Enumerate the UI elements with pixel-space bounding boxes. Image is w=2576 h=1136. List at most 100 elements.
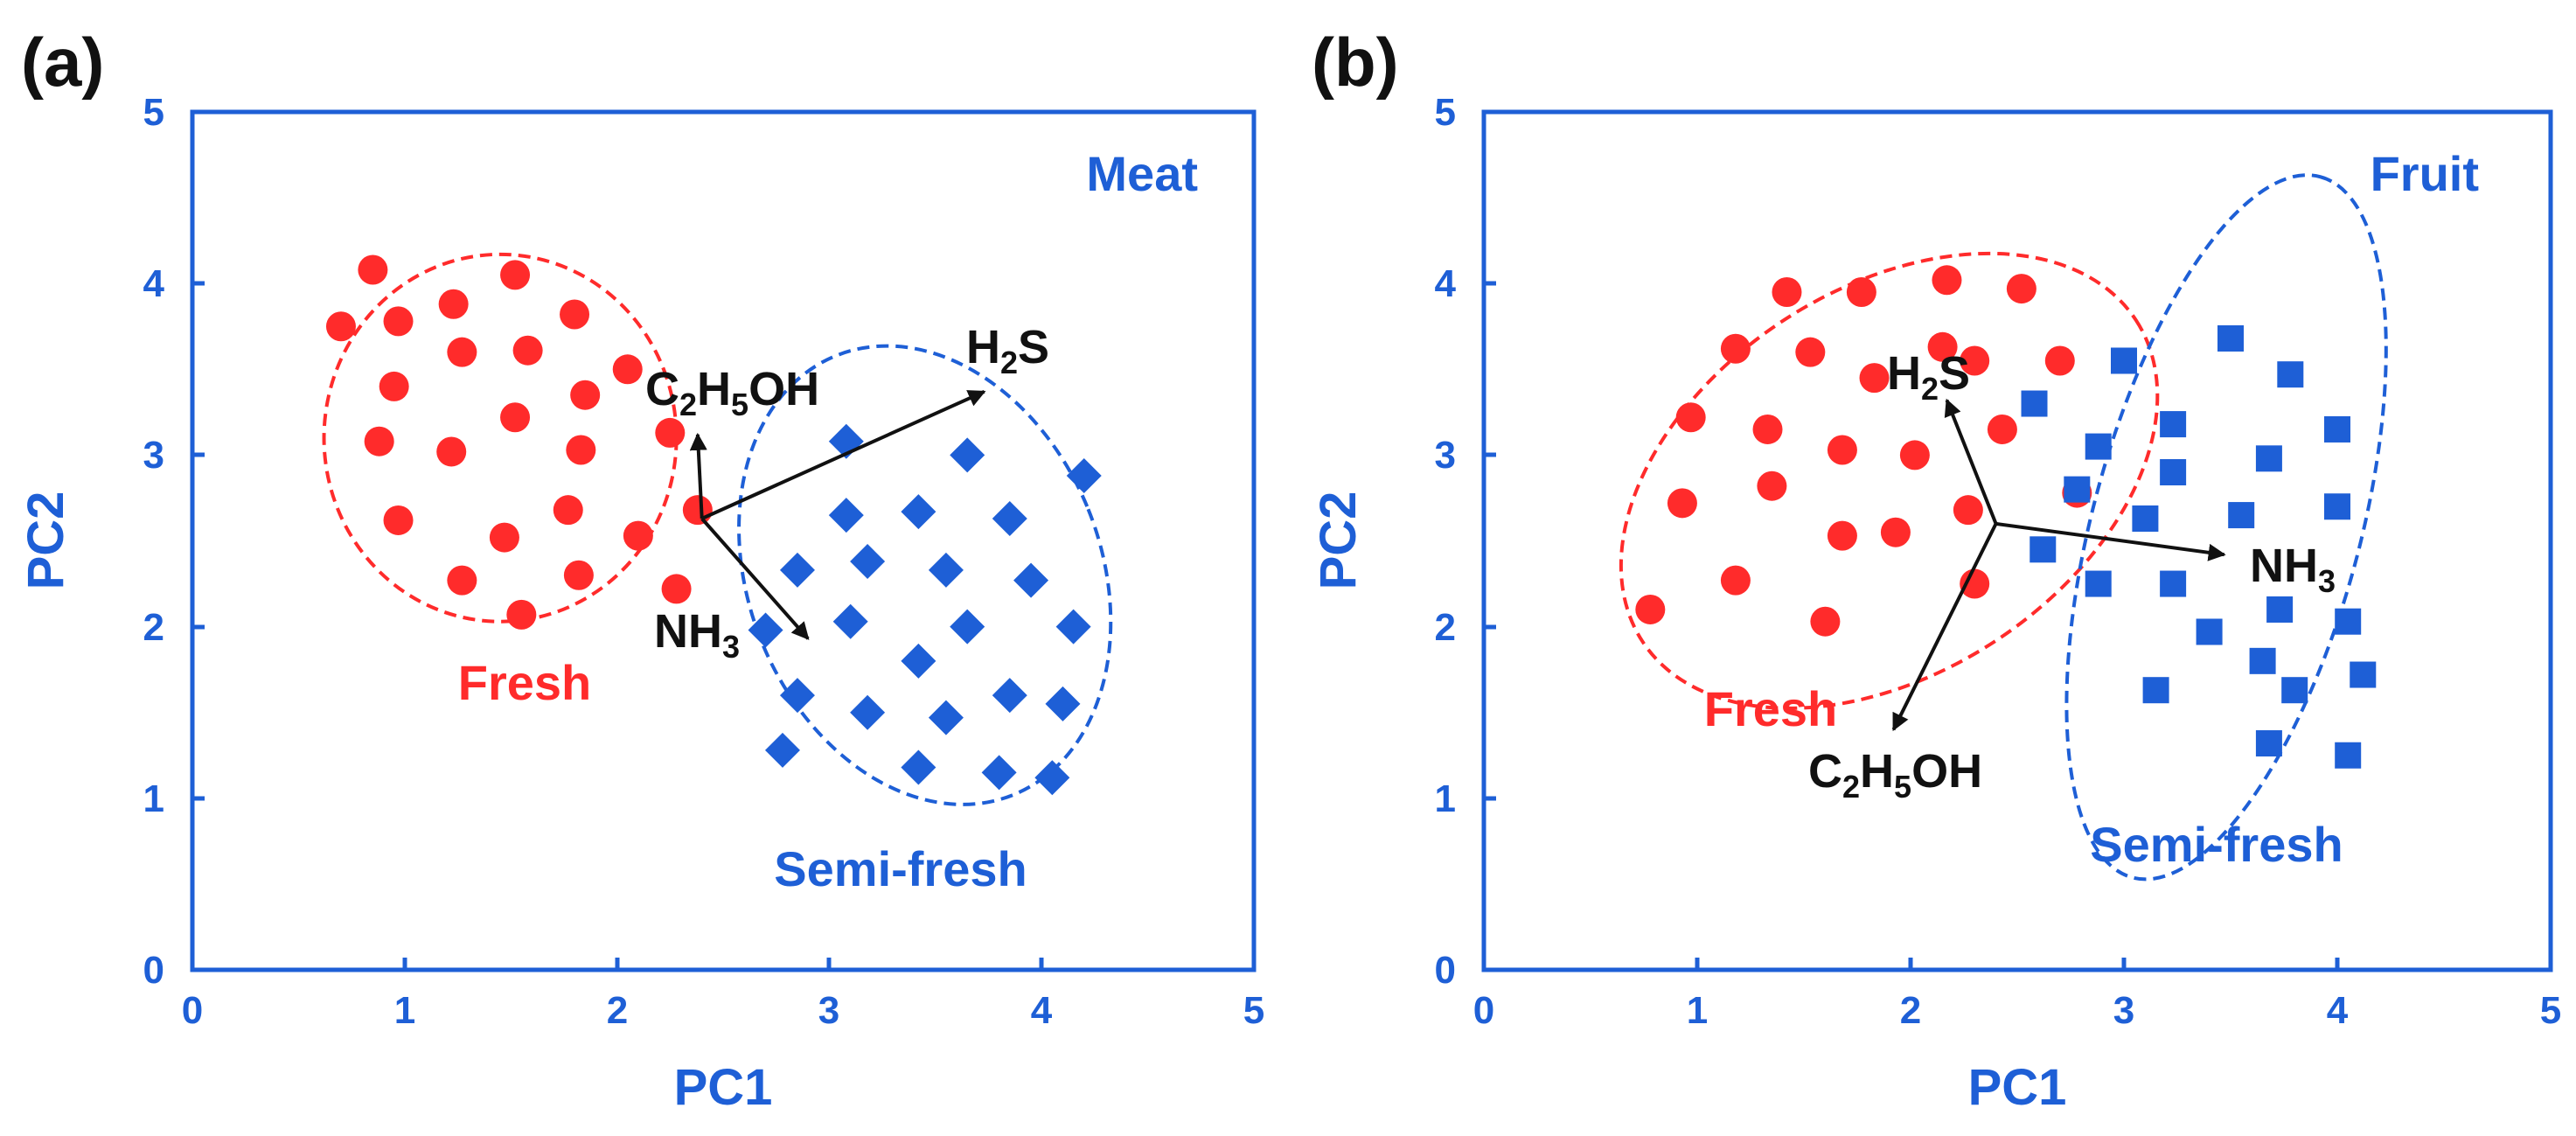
panel-b-y-tick-labels: 0 1 2 3 4 5 [1435, 91, 1457, 992]
panel-b-h2s-label: H2S [1887, 347, 1970, 407]
panel-b-semi-fresh-point [2142, 677, 2169, 704]
panel-a-y-tick-labels: 0 1 2 3 4 5 [143, 91, 165, 992]
panel-b-fresh-point [1960, 345, 1990, 376]
panel-b-x-tick-label: 2 [1900, 989, 1921, 1032]
panel-a-fresh-point [358, 254, 388, 285]
panel-b-semi-fresh-point [2196, 618, 2223, 645]
panel-b-semi-fresh-point [2111, 347, 2137, 374]
panel-b-plot-area [1619, 173, 2388, 882]
panel-b-fresh-point [1757, 470, 1787, 501]
panel-b-fresh-point [1827, 520, 1857, 551]
panel-a-semi-fresh-point [779, 678, 815, 714]
panel-a-c2h5oh-vector [689, 432, 707, 519]
panel-a-fresh-point [553, 495, 583, 526]
panel-b-fresh-point [1772, 277, 1802, 308]
panel-b-x-tick-labels: 0 1 2 3 4 5 [1473, 989, 2561, 1032]
panel-b-semi-fresh-point [2281, 677, 2308, 704]
panel-a-fresh-point [612, 354, 643, 385]
panel-b-semi-fresh-point [2324, 493, 2350, 520]
panel-b-y-tick-label: 1 [1435, 777, 1456, 820]
panel-a-fresh-point [563, 560, 594, 590]
panel-b-fresh-point [1795, 337, 1826, 367]
panel-b-y-tick-label: 5 [1435, 91, 1456, 134]
panel-a-semi-fresh-label: Semi-fresh [774, 841, 1027, 896]
panel-b-fresh-point [1720, 565, 1751, 596]
panel-a-y-axis-title: PC2 [17, 491, 74, 590]
panel-b-fresh-point [1899, 440, 1930, 470]
panel-b-plot-frame [1481, 109, 2553, 972]
panel-b-semi-fresh-point [2217, 324, 2244, 352]
panel-b-fresh-point [1720, 333, 1751, 364]
panel-a-semi-fresh-point [850, 694, 886, 730]
panel-b-y-axis-title: PC2 [1310, 491, 1367, 590]
panel-b-fresh-label: Fresh [1704, 681, 1838, 736]
panel-b-nh3-vector [1995, 521, 2226, 561]
panel-a: (a) 0 1 2 3 4 5 0 1 2 3 [17, 24, 1264, 1116]
panel-a-fresh-point [500, 402, 531, 433]
panel-b-semi-fresh-label: Semi-fresh [2090, 817, 2343, 872]
panel-a-fresh-point [364, 426, 394, 456]
panel-b-fresh-point [1675, 402, 1706, 433]
panel-a-y-tick-label: 3 [143, 434, 164, 477]
panel-b-fresh-point [1827, 435, 1857, 465]
panel-b-semi-fresh-point [2277, 361, 2304, 388]
panel-a-x-tick-label: 4 [1031, 989, 1053, 1032]
panel-b-semi-fresh-point [2085, 570, 2112, 597]
panel-a-semi-fresh-point [950, 609, 985, 645]
panel-a-fresh-point [623, 520, 653, 551]
panel-a-semi-fresh-point [901, 749, 936, 785]
panel-a-semi-fresh-point [1066, 457, 1102, 493]
panel-a-y-tick-label: 4 [143, 262, 165, 305]
panel-b-semi-fresh-point [2160, 570, 2187, 597]
panel-a-fresh-point [506, 599, 537, 630]
panel-b-fresh-point [1859, 363, 1890, 394]
panel-a-plot-area [322, 252, 1113, 806]
panel-b-fresh-point [1953, 495, 1983, 526]
panel-b-x-tick-label: 4 [2327, 989, 2349, 1032]
panel-a-y-tick-label: 5 [143, 91, 164, 134]
panel-b-semi-fresh-point [2335, 608, 2362, 635]
panel-a-semi-fresh-point [1034, 760, 1070, 796]
panel-a-x-tick-labels: 0 1 2 3 4 5 [182, 989, 1264, 1032]
panel-a-fresh-point [661, 574, 692, 604]
panel-a-semi-fresh-point [981, 755, 1017, 791]
panel-b-semi-fresh-point [2160, 411, 2187, 438]
panel-a-fresh-point [655, 417, 686, 448]
panel-b-semi-fresh-point [2228, 502, 2255, 529]
panel-a-x-tick-label: 0 [182, 989, 203, 1032]
panel-b-c2h5oh-vector [1891, 522, 1998, 732]
panel-a-semi-fresh-point [1045, 686, 1081, 721]
panel-b-nh3-label: NH3 [2250, 540, 2336, 599]
panel-a-semi-fresh-point [928, 700, 964, 735]
panel-b-c2h5oh-label: C2H5OH [1808, 745, 1982, 805]
panel-a-plot-frame [190, 109, 1257, 972]
panel-b-fresh-point [1932, 265, 1962, 296]
panel-b-semi-fresh-ellipse [2064, 173, 2388, 882]
panel-b-fresh-point [2044, 345, 2075, 376]
panel-b-semi-fresh-point [2064, 476, 2091, 503]
panel-a-y-tick-label: 2 [143, 606, 164, 649]
panel-a-fresh-point [325, 311, 356, 342]
panel-b-semi-fresh-point [2335, 742, 2362, 769]
panel-b-x-axis-title: PC1 [1968, 1059, 2067, 1116]
panel-a-ticks [190, 109, 1257, 972]
panel-a-semi-fresh-point [950, 437, 985, 473]
panel-a-sample-label: Meat [1086, 146, 1198, 201]
panel-b-x-tick-label: 1 [1687, 989, 1708, 1032]
panel-b-ticks [1481, 109, 2553, 972]
panel-b-x-tick-label: 5 [2540, 989, 2561, 1032]
panel-a-semi-fresh-point [1055, 609, 1091, 645]
panel-a-x-tick-label: 3 [818, 989, 839, 1032]
panel-b-fresh-point [1880, 517, 1911, 547]
panel-a-semi-fresh-ellipse [737, 344, 1113, 806]
panel-a-fresh-point [383, 306, 414, 337]
panel-a-fresh-point [383, 505, 414, 535]
panel-a-x-tick-label: 1 [394, 989, 415, 1032]
panel-b-x-tick-label: 0 [1473, 989, 1494, 1032]
panel-a-fresh-point [512, 335, 543, 366]
panel-b-sample-label: Fruit [2371, 146, 2479, 201]
panel-b-label: (b) [1312, 24, 1399, 101]
panel-b-y-tick-label: 3 [1435, 434, 1456, 477]
panel-a-label: (a) [21, 24, 104, 101]
